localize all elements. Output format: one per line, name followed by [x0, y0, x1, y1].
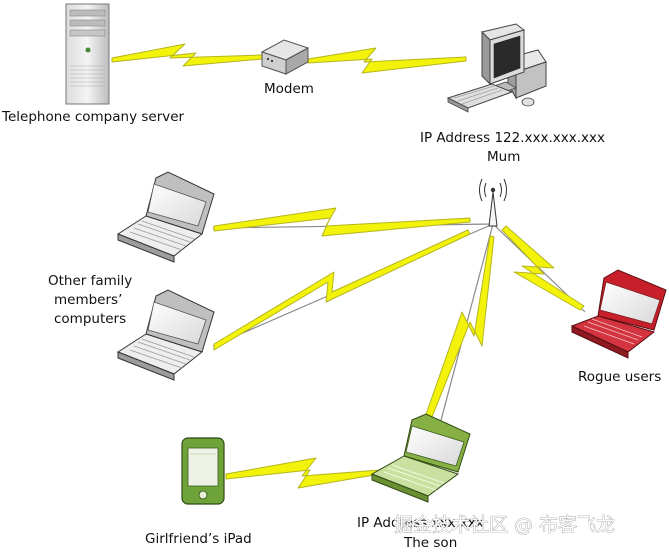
mum-label: Mum — [487, 149, 520, 165]
server-tower-icon — [65, 3, 110, 105]
family-laptop-bottom-icon — [116, 289, 215, 381]
other-computers-label-line1: Other family — [48, 273, 132, 289]
son-label: The son — [403, 535, 457, 551]
lightning-bolt-server-modem — [111, 43, 263, 67]
wireless-antenna-icon — [479, 178, 507, 227]
girlfriend-ipad-label: Girlfriend’s iPad — [145, 531, 252, 547]
telephone-server-label: Telephone company server — [1, 109, 185, 125]
son-laptop-icon — [370, 413, 471, 503]
lightning-bolt-ipad — [225, 457, 381, 489]
family-laptop-top-icon — [116, 171, 215, 263]
mum-desktop-computer-icon — [446, 23, 547, 113]
ipad-icon — [181, 437, 225, 505]
son-ip-label: IP Address xxx.xxx — [357, 515, 484, 531]
lightning-bolt-rogue — [501, 225, 585, 311]
lightning-bolt-son — [423, 235, 495, 423]
modem-icon — [260, 39, 310, 75]
lightning-bolt-modem-mum — [307, 47, 467, 74]
modem-label: Modem — [264, 81, 314, 97]
watermark-text: 掘金技术社区 @ 布客飞龙 — [394, 514, 615, 536]
lightning-bolt-other-bottom — [213, 229, 471, 351]
lightning-bolt-other-top — [213, 207, 471, 237]
rogue-laptop-icon — [570, 269, 667, 359]
mum-ip-label: IP Address 122.xxx.xxx.xxx — [420, 130, 605, 146]
rogue-users-label: Rogue users — [578, 369, 661, 385]
other-computers-label-line3: computers — [54, 311, 126, 327]
other-computers-label-line2: members’ — [54, 292, 122, 308]
